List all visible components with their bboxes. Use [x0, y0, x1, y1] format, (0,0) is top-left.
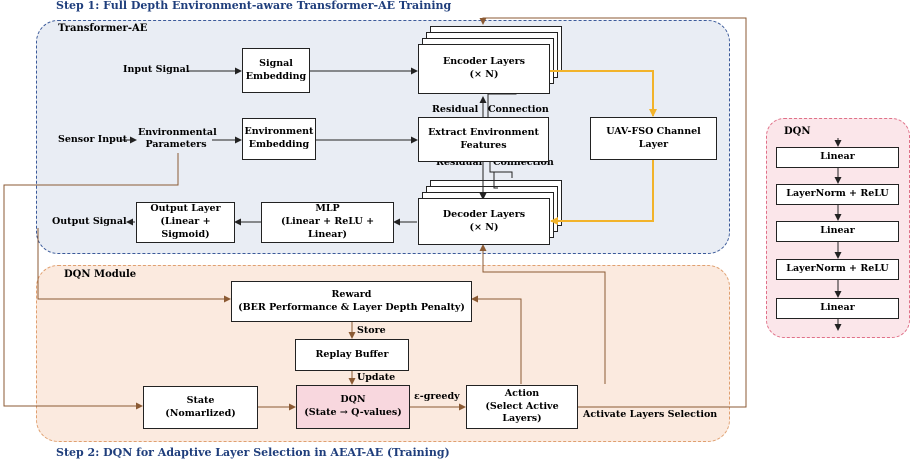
- output-signal-label: Output Signal: [52, 216, 127, 227]
- state-box: State (Nomarlized): [143, 386, 258, 429]
- action-box: Action (Select Active Layers): [466, 385, 578, 429]
- dqn-module-label: DQN Module: [64, 269, 137, 280]
- dqn-panel-layer-1: Linear: [776, 147, 899, 168]
- dqn-panel-layer-4-text: LayerNorm + ReLU: [786, 263, 889, 275]
- environmental-parameters-label: Environmental Parameters: [138, 127, 217, 150]
- dqn-panel-label: DQN: [784, 126, 811, 137]
- uav-fso-channel-layer-text: UAV-FSO Channel Layer: [606, 125, 701, 150]
- output-layer-text: Output Layer (Linear + Sigmoid): [150, 203, 221, 240]
- residual-label-1: Residual: [432, 104, 479, 115]
- connection-label-2: Connection: [493, 157, 554, 168]
- mlp-box: MLP (Linear + ReLU + Linear): [261, 202, 394, 243]
- brown-action-to-encoder: [479, 17, 747, 408]
- state-text: State (Nomarlized): [165, 394, 236, 419]
- dqn-panel-layer-2-text: LayerNorm + ReLU: [786, 188, 889, 200]
- transformer-ae-label: Transformer-AE: [58, 23, 148, 34]
- environment-embedding-text: Environment Embedding: [244, 126, 314, 150]
- connection-label-1: Connection: [488, 104, 549, 115]
- residual-label-2: Residual: [436, 157, 483, 168]
- dqn-panel-layer-1-text: Linear: [820, 151, 855, 163]
- extract-environment-features-text: Extract Environment Features: [428, 126, 539, 151]
- uav-fso-channel-layer-box: UAV-FSO Channel Layer: [590, 117, 717, 160]
- brown-action-to-reward: [471, 295, 522, 384]
- output-layer-box: Output Layer (Linear + Sigmoid): [136, 202, 235, 243]
- gold-channel-to-decoder: [550, 160, 654, 225]
- update-label: Update: [357, 372, 396, 383]
- dqn-panel-layer-5-text: Linear: [820, 302, 855, 314]
- dqn-text: DQN (State → Q-values): [304, 394, 402, 418]
- replay-buffer-box: Replay Buffer: [295, 339, 409, 371]
- dqn-box: DQN (State → Q-values): [296, 385, 410, 429]
- reward-box: Reward (BER Performance & Layer Depth Pe…: [231, 281, 472, 322]
- brown-output-signal-to-reward: [37, 228, 231, 303]
- sensor-input-label: Sensor Input: [58, 134, 128, 145]
- encoder-layers-text: Encoder Layers (× N): [442, 56, 526, 80]
- step2-title: Step 2: DQN for Adaptive Layer Selection…: [56, 446, 450, 459]
- signal-embedding-text: Signal Embedding: [245, 57, 307, 82]
- action-text: Action (Select Active Layers): [485, 387, 559, 425]
- replay-buffer-text: Replay Buffer: [315, 348, 389, 360]
- brown-env-params-to-state: [3, 153, 179, 410]
- step1-title: Step 1: Full Depth Environment-aware Tra…: [56, 0, 452, 12]
- epsilon-greedy-label: ε-greedy: [414, 391, 460, 402]
- dqn-panel-layer-3: Linear: [776, 221, 899, 242]
- mlp-text: MLP (Linear + ReLU + Linear): [280, 203, 375, 240]
- residual-link-decoder: [489, 162, 513, 178]
- dqn-panel-layer-2: LayerNorm + ReLU: [776, 184, 899, 205]
- decoder-layers-box: Decoder Layers (× N): [418, 198, 550, 245]
- signal-embedding-box: Signal Embedding: [242, 48, 310, 93]
- brown-action-to-decoder: [479, 244, 606, 384]
- dqn-panel-layer-5: Linear: [776, 298, 899, 319]
- encoder-layers-box: Encoder Layers (× N): [418, 44, 550, 94]
- input-signal-label: Input Signal: [123, 64, 190, 75]
- dqn-panel-layer-3-text: Linear: [820, 225, 855, 237]
- decoder-layers-text: Decoder Layers (× N): [442, 208, 526, 233]
- residual-link-decoder-2: [493, 172, 498, 189]
- extract-environment-features-box: Extract Environment Features: [418, 117, 549, 162]
- dqn-panel-layer-4: LayerNorm + ReLU: [776, 259, 899, 280]
- gold-encoder-to-channel: [548, 70, 657, 117]
- environment-embedding-box: Environment Embedding: [242, 118, 316, 160]
- activate-layers-selection-label: Activate Layers Selection: [583, 409, 718, 420]
- reward-text: Reward (BER Performance & Layer Depth Pe…: [238, 288, 465, 313]
- store-label: Store: [357, 325, 386, 336]
